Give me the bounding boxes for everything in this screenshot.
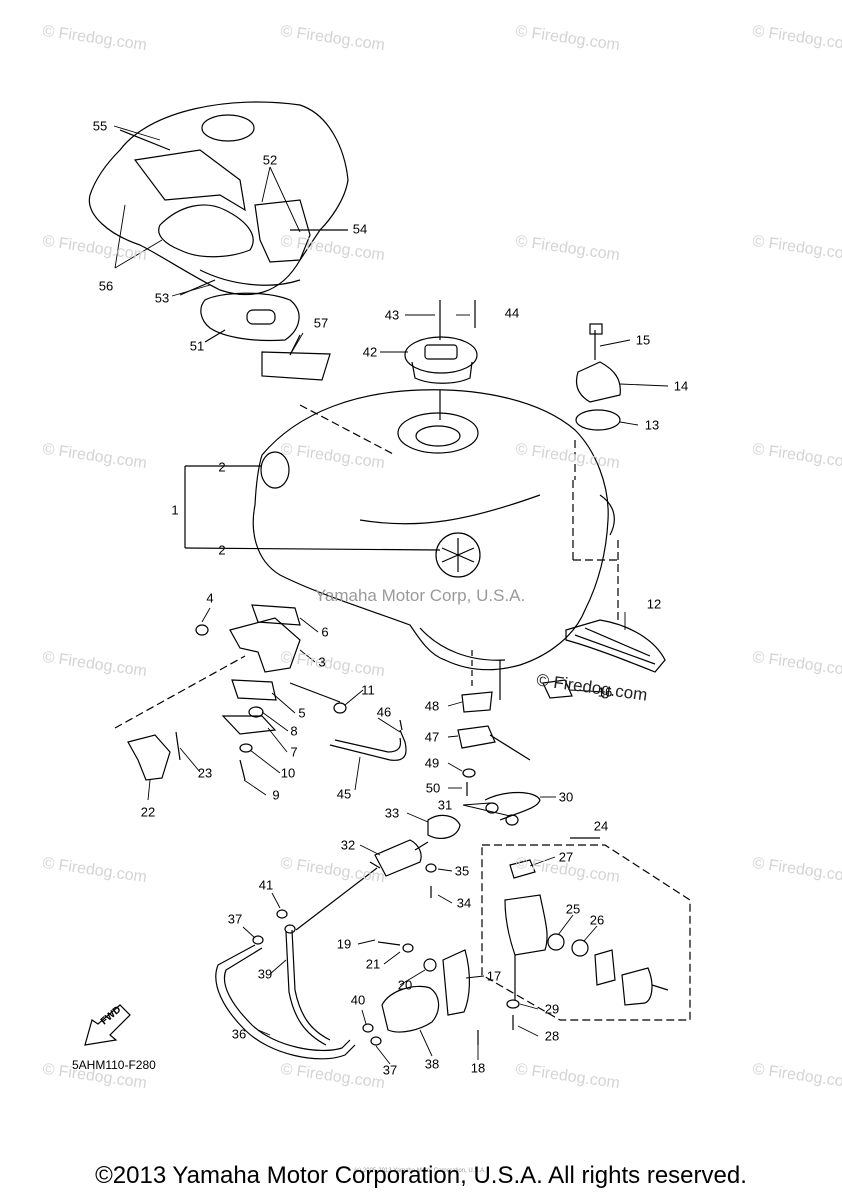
callout-57: 57 — [313, 315, 329, 331]
copyright-footer: ©2013 Yamaha Motor Corporation, U.S.A. A… — [95, 1162, 747, 1189]
callout-21: 21 — [365, 956, 381, 972]
fuel-cap-assembly — [404, 300, 478, 420]
callout-6: 6 — [321, 624, 329, 640]
callout-43: 43 — [384, 307, 400, 323]
callout-3: 3 — [318, 654, 326, 670]
callout-28: 28 — [544, 1028, 560, 1044]
fuel-pump — [377, 941, 479, 1045]
front-mount-parts — [114, 604, 347, 781]
diagram-code: 5AHM110-F280 — [72, 1058, 156, 1072]
callout-37: 37 — [382, 1062, 398, 1078]
callout-45: 45 — [336, 786, 352, 802]
fuel-hoses-lower — [215, 867, 382, 1060]
callout-50: 50 — [425, 780, 441, 796]
callout-47: 47 — [424, 729, 440, 745]
callout-56: 56 — [98, 278, 114, 294]
callout-12: 12 — [646, 596, 662, 612]
callout-15: 15 — [635, 332, 651, 348]
callout-23: 23 — [197, 765, 213, 781]
tank-cover-assembly — [88, 101, 349, 381]
callout-46: 46 — [376, 704, 392, 720]
callout-26: 26 — [589, 912, 605, 928]
callout-20: 20 — [397, 977, 413, 993]
callout-2: 2 — [218, 542, 226, 558]
leader-lines — [113, 125, 669, 1065]
callout-25: 25 — [565, 901, 581, 917]
callout-17: 17 — [486, 968, 502, 984]
fuel-cock-assembly — [481, 837, 691, 1030]
callout-2: 2 — [218, 459, 226, 475]
callout-30: 30 — [558, 789, 574, 805]
callout-33: 33 — [384, 805, 400, 821]
callout-51: 51 — [189, 338, 205, 354]
callout-5: 5 — [298, 705, 306, 721]
callout-35: 35 — [454, 863, 470, 879]
fuel-tank — [184, 389, 615, 671]
callout-24: 24 — [593, 818, 609, 834]
center-watermark: Yamaha Motor Corp, U.S.A. — [314, 586, 526, 605]
callout-36: 36 — [231, 1026, 247, 1042]
callout-8: 8 — [290, 723, 298, 739]
callout-19: 19 — [336, 936, 352, 952]
callout-10: 10 — [280, 765, 296, 781]
callout-44: 44 — [504, 305, 520, 321]
fuel-filter — [369, 839, 437, 898]
callout-14: 14 — [673, 378, 689, 394]
callout-54: 54 — [352, 221, 368, 237]
callout-38: 38 — [424, 1056, 440, 1072]
callout-41: 41 — [258, 877, 274, 893]
callout-18: 18 — [470, 1060, 486, 1076]
callout-11: 11 — [361, 682, 375, 698]
callout-32: 32 — [340, 837, 356, 853]
callout-29: 29 — [544, 1001, 560, 1017]
callout-53: 53 — [154, 290, 170, 306]
callout-27: 27 — [558, 849, 574, 865]
fuel-sender-parts — [457, 650, 531, 796]
callout-9: 9 — [272, 787, 280, 803]
callout-55: 55 — [92, 118, 108, 134]
callout-7: 7 — [290, 744, 298, 760]
rear-mount-parts — [572, 323, 621, 620]
fine-print: (c) 2005-2013 Yamaha Motor Corporation, … — [354, 1168, 486, 1174]
callout-49: 49 — [424, 755, 440, 771]
callout-31: 31 — [437, 797, 453, 813]
callout-16: 16 — [597, 684, 613, 700]
rear-pad — [542, 619, 666, 699]
callout-1: 1 — [171, 502, 179, 518]
callout-52: 52 — [262, 152, 278, 168]
callout-37: 37 — [227, 911, 243, 927]
fwd-arrow-icon: FWD — [84, 1004, 131, 1046]
callout-34: 34 — [456, 895, 472, 911]
callout-4: 4 — [206, 590, 214, 606]
callout-39: 39 — [257, 966, 273, 982]
callout-42: 42 — [362, 344, 378, 360]
fuel-hose-upper — [427, 791, 541, 839]
callout-22: 22 — [140, 804, 156, 820]
callout-13: 13 — [644, 417, 660, 433]
callout-40: 40 — [350, 992, 366, 1008]
overflow-hose — [329, 719, 407, 761]
callout-48: 48 — [424, 698, 440, 714]
